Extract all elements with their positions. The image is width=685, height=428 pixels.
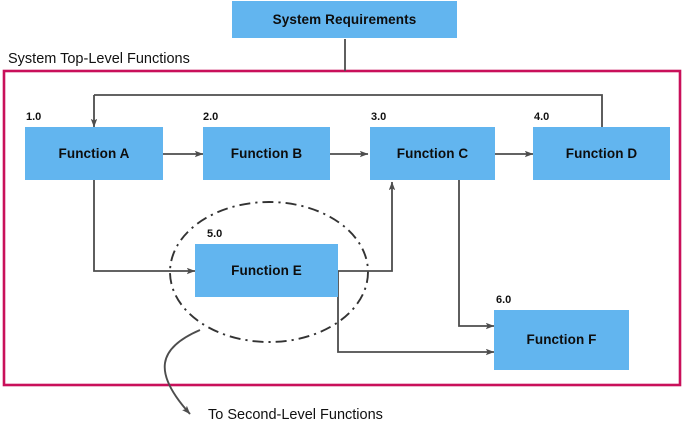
node-number-function-e: 5.0 <box>207 228 223 240</box>
connector-c-to-f <box>458 180 495 330</box>
function-e-grouping-ellipse <box>169 201 369 343</box>
node-function-f[interactable]: Function F <box>494 310 629 370</box>
node-system-requirements[interactable]: System Requirements <box>232 1 457 38</box>
system-boundary-rect <box>2 69 682 387</box>
node-number-function-d: 4.0 <box>534 111 550 123</box>
node-function-c[interactable]: Function C <box>370 127 495 180</box>
connector-to-second-level-functions <box>163 329 201 415</box>
node-number-function-a: 1.0 <box>26 111 42 123</box>
node-function-e[interactable]: Function E <box>195 244 338 297</box>
node-function-a[interactable]: Function A <box>25 127 163 180</box>
node-function-d[interactable]: Function D <box>533 127 670 180</box>
connector-e-to-c <box>338 181 396 272</box>
node-number-function-c: 3.0 <box>371 111 387 123</box>
connector-a-to-e <box>93 180 196 275</box>
node-number-function-f: 6.0 <box>496 294 512 306</box>
annotation-to-second-level-functions: To Second-Level Functions <box>208 407 383 423</box>
node-function-b[interactable]: Function B <box>203 127 330 180</box>
connector-feedback-d-to-a <box>94 94 603 127</box>
node-number-function-b: 2.0 <box>203 111 219 123</box>
system-boundary-label: System Top-Level Functions <box>8 51 190 67</box>
connector-e-to-f <box>337 271 495 356</box>
